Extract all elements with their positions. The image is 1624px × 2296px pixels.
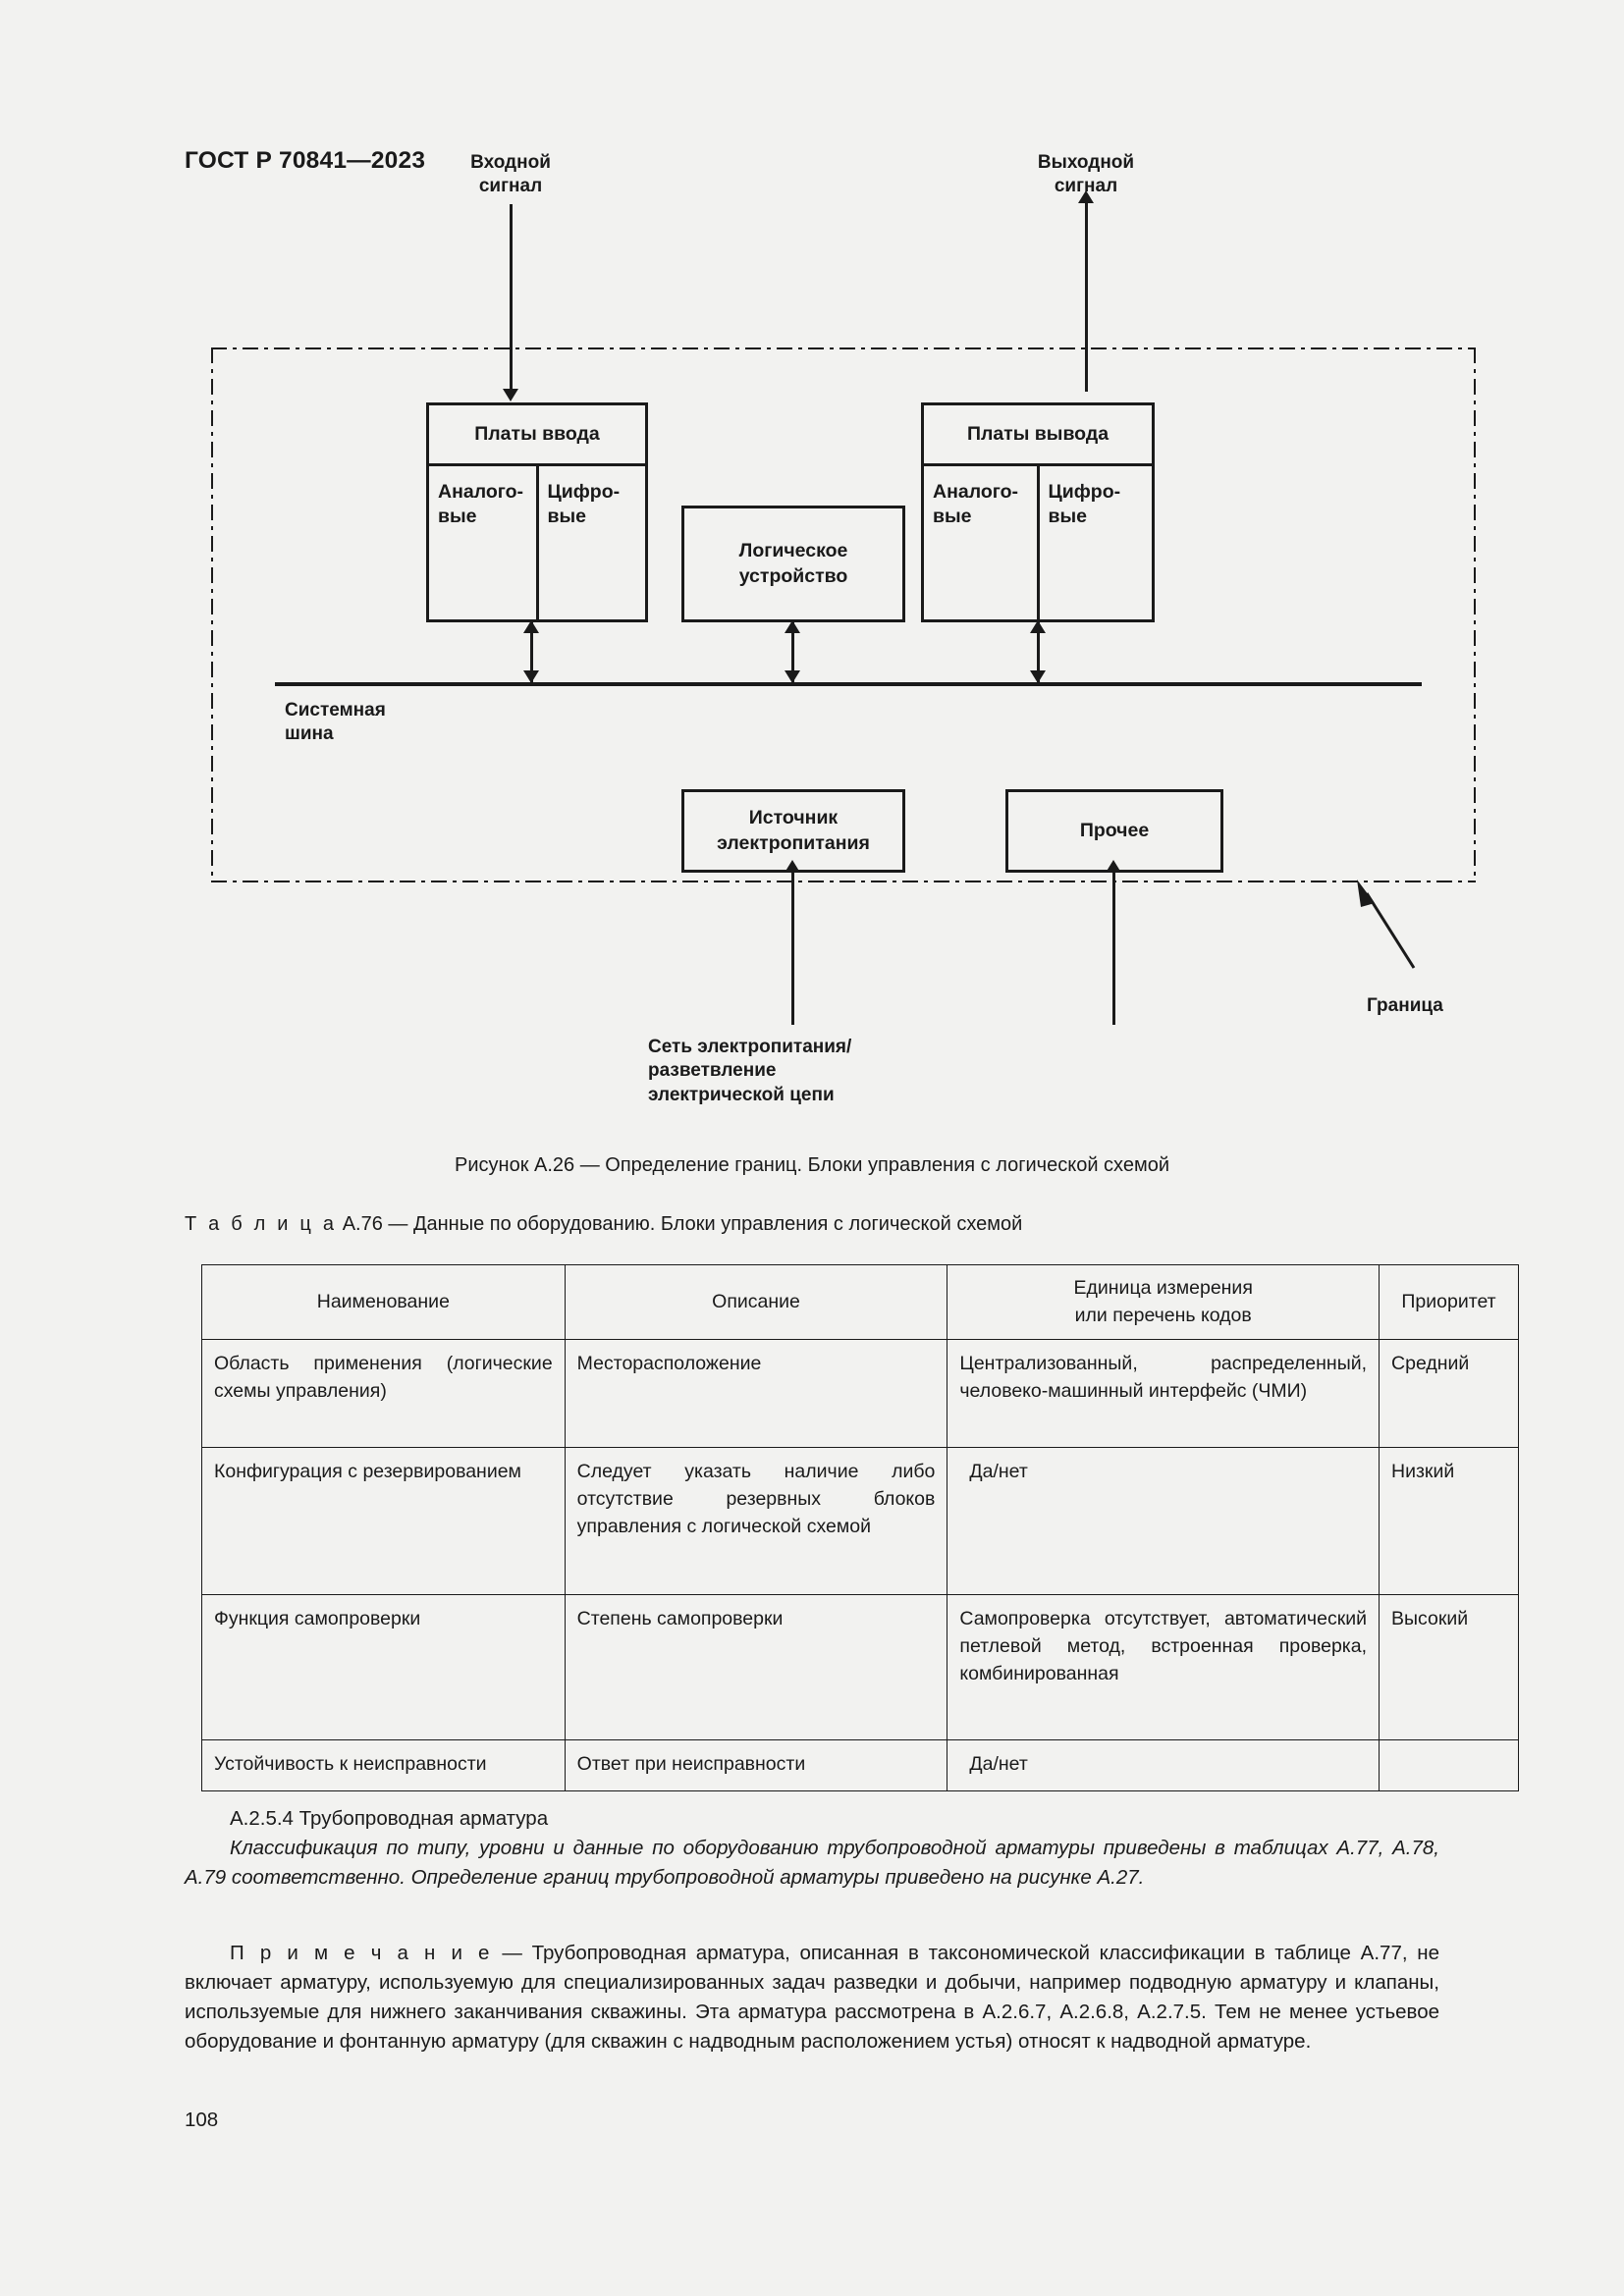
- cell-description: Ответ при неисправности: [564, 1739, 948, 1792]
- output-signal-label: Выходной сигнал: [1037, 152, 1135, 197]
- input-cards-title: Платы ввода: [429, 405, 645, 466]
- table-caption-word: Т а б л и ц а: [185, 1213, 338, 1235]
- cell-unit: Самопроверка отсутствует, ав­томатически…: [947, 1594, 1380, 1741]
- cell-description: Степень самопроверки: [564, 1594, 948, 1741]
- note-label: П р и м е ч а н и е: [230, 1942, 493, 1964]
- logic-bus-arrow-down: [785, 670, 800, 683]
- output-bus-line: [1037, 622, 1040, 683]
- cell-unit: Централизованный, распреде­ленный, челов…: [947, 1339, 1380, 1449]
- table-caption: Т а б л и ц а А.76 — Данные по оборудова…: [185, 1213, 1022, 1236]
- output-bus-arrow-up: [1030, 620, 1046, 633]
- input-bus-arrow-down: [523, 670, 539, 683]
- cell-unit: Да/нет: [947, 1739, 1380, 1792]
- output-bus-arrow-down: [1030, 670, 1046, 683]
- section-heading: А.2.5.4 Трубопроводная арматура: [230, 1807, 549, 1830]
- other-label: Прочее: [1079, 819, 1150, 841]
- boundary-left-edge: [211, 347, 213, 882]
- other-feed-arrow: [1106, 860, 1121, 873]
- logic-bus-arrow-up: [785, 620, 800, 633]
- note-paragraph: П р и м е ч а н и е — Трубопроводная арм…: [185, 1939, 1439, 2056]
- input-analog-cell: Аналого- вые: [438, 481, 524, 528]
- page-number: 108: [185, 2109, 219, 2131]
- table-head: Наименование Описание Единица измерения …: [201, 1263, 1519, 1341]
- power-network-label: Сеть электропитания/ разветвление электр…: [648, 1037, 852, 1105]
- boundary-label: Граница: [1367, 995, 1443, 1016]
- output-signal-arrowhead: [1078, 190, 1094, 203]
- input-digital-cell: Цифро- вые: [535, 466, 646, 619]
- header-description: Описание: [564, 1263, 948, 1341]
- figure-caption: Рисунок А.26 — Определение границ. Блоки…: [455, 1154, 1169, 1176]
- table-row: Функция самопроверки Степень самопроверк…: [201, 1594, 1519, 1741]
- input-cards-box: Платы ввода Аналого- вые Цифро- вые: [426, 402, 648, 622]
- input-cards-split: Аналого- вые Цифро- вые: [429, 466, 645, 619]
- figure-a26: Входной сигнал Выходной сигнал Платы вво…: [0, 152, 1624, 1148]
- equipment-data-table: Наименование Описание Единица измерения …: [201, 1263, 1519, 1792]
- cell-name: Устойчивость к неисправности: [201, 1739, 566, 1792]
- header-name: Наименование: [201, 1263, 566, 1341]
- cell-name: Функция самопроверки: [201, 1594, 566, 1741]
- power-supply-feed-line: [791, 873, 794, 1025]
- cell-priority: Средний: [1379, 1339, 1519, 1449]
- input-bus-arrow-up: [523, 620, 539, 633]
- output-analog-cell: Аналого- вые: [933, 481, 1019, 528]
- input-bus-line: [530, 622, 533, 683]
- logic-device-box: Логическое устройство: [681, 506, 905, 622]
- input-signal-line: [510, 204, 513, 389]
- cell-unit: Да/нет: [947, 1447, 1380, 1596]
- system-bus-line: [275, 682, 1422, 686]
- body-text-block: А.2.5.4 Трубопроводная арматура Классифи…: [185, 1804, 1439, 1893]
- cell-priority: Низкий: [1379, 1447, 1519, 1596]
- table-row: Устойчивость к неисправности Ответ при н…: [201, 1739, 1519, 1792]
- system-bus-label: Системная шина: [285, 700, 386, 745]
- table-row: Конфигурация с резервирова­нием Следует …: [201, 1447, 1519, 1596]
- note-block: П р и м е ч а н и е — Трубопроводная арм…: [185, 1939, 1439, 2056]
- boundary-bottom-edge: [211, 881, 1476, 882]
- boundary-right-edge: [1474, 347, 1476, 882]
- power-supply-feed-arrow: [785, 860, 800, 873]
- header-unit: Единица измерения или перечень кодов: [947, 1263, 1380, 1341]
- cell-name: Область применения (логиче­ские схемы уп…: [201, 1339, 566, 1449]
- table-row: Область применения (логиче­ские схемы уп…: [201, 1339, 1519, 1449]
- boundary-top-edge: [211, 347, 1476, 349]
- output-cards-title: Платы вывода: [924, 405, 1152, 466]
- output-cards-box: Платы вывода Аналого- вые Цифро- вые: [921, 402, 1155, 622]
- section-paragraph: Классификация по типу, уровни и данные п…: [185, 1836, 1439, 1889]
- note-text: — Трубопроводная арматура, описанная в т…: [185, 1942, 1439, 2053]
- input-signal-arrowhead: [503, 389, 518, 401]
- power-supply-label: Источник электропитания: [717, 807, 870, 854]
- cell-description: Месторасположение: [564, 1339, 948, 1449]
- output-digital-cell: Цифро- вые: [1036, 466, 1153, 619]
- table-caption-rest: А.76 — Данные по оборудованию. Блоки упр…: [337, 1213, 1023, 1235]
- input-signal-label: Входной сигнал: [470, 152, 551, 197]
- boundary-callout-arrow: [1357, 880, 1416, 969]
- table-body: Область применения (логиче­ские схемы уп…: [201, 1339, 1519, 1792]
- header-priority: Приоритет: [1379, 1263, 1519, 1341]
- cell-description: Следует указать наличие либо отсутствие …: [564, 1447, 948, 1596]
- cell-priority: [1379, 1739, 1519, 1792]
- logic-bus-line: [791, 622, 794, 683]
- output-signal-line: [1085, 203, 1088, 392]
- table-header-row: Наименование Описание Единица измерения …: [201, 1263, 1519, 1341]
- logic-device-label: Логическое устройство: [738, 540, 848, 587]
- cell-priority: Высокий: [1379, 1594, 1519, 1741]
- boundary-rect: [211, 347, 1476, 882]
- other-feed-line: [1112, 873, 1115, 1025]
- cell-name: Конфигурация с резервирова­нием: [201, 1447, 566, 1596]
- document-header: ГОСТ Р 70841—2023: [185, 147, 426, 174]
- output-cards-split: Аналого- вые Цифро- вые: [924, 466, 1152, 619]
